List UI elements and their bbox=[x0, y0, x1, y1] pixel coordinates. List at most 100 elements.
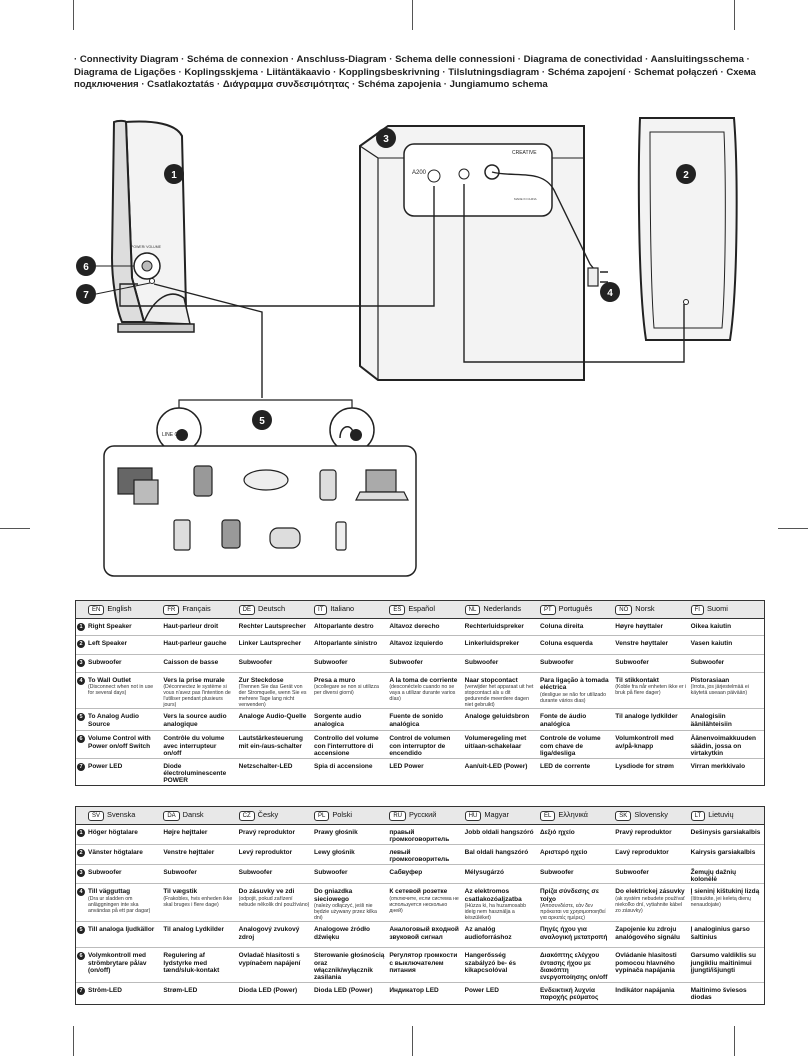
cell-term: Pistorasiaan bbox=[690, 677, 730, 684]
table-cell: Πηγές ήχου για αναλογική μετατροπή bbox=[537, 921, 614, 948]
table-cell: Ovladač hlasitosti s vypínačem napájení bbox=[236, 947, 312, 983]
table-cell: Analoge Audio-Quelle bbox=[236, 708, 312, 731]
left-speaker-cable bbox=[119, 186, 435, 307]
row-number-cell: 5 bbox=[76, 921, 86, 948]
cell-term: Caisson de basse bbox=[163, 659, 219, 666]
cell-term: Levý reproduktor bbox=[238, 848, 293, 856]
cell-term: Til analog Lydkilder bbox=[163, 926, 225, 934]
cell-term: Power LED bbox=[88, 762, 123, 770]
cell-term: Control de volumen con interruptor de en… bbox=[389, 735, 451, 758]
language-code-badge: EL bbox=[539, 810, 556, 821]
table-cell: Linker Lautsprecher bbox=[236, 635, 312, 655]
cell-term: Πηγές ήχου για αναλογική μετατροπή bbox=[539, 926, 608, 941]
cell-term: Hangerősség szabályzó be- és kikapcsolóv… bbox=[464, 952, 516, 975]
table-cell: Subwoofer bbox=[462, 654, 538, 673]
cell-term: Presa a muro bbox=[313, 677, 356, 684]
table-cell: Lautstärkesteuerung mit ein-/aus-schalte… bbox=[236, 730, 312, 759]
cell-note: (Déconnectez le système si vous n'avez p… bbox=[163, 684, 231, 709]
crop-mark bbox=[0, 528, 30, 529]
table-cell: Linkerluidspreker bbox=[462, 635, 538, 655]
language-code-badge: ES bbox=[389, 604, 406, 615]
cell-term: Diode électroluminescente POWER bbox=[163, 762, 227, 785]
table-cell: Do zásuvky ve zdi(odpojit, pokud zařízen… bbox=[236, 883, 312, 922]
table-cell: Pravý reproduktor bbox=[613, 824, 689, 845]
table-cell: To Analog Audio Source bbox=[86, 708, 162, 731]
table-cell: Til analog Lydkilder bbox=[161, 921, 237, 948]
cell-term: Analogowe źródło dźwięku bbox=[313, 926, 370, 941]
table-cell: Ενδεικτική λυχνία παροχής ρεύματος bbox=[537, 981, 614, 1005]
cell-note: (należy odłączyć, jeśli nie będzie używa… bbox=[313, 903, 377, 922]
language-code-badge: CZ bbox=[238, 810, 255, 821]
table-cell: Αριστερό ηχείο bbox=[537, 843, 614, 865]
cell-term: Ovládanie hlasitosti pomocou hlavného vy… bbox=[615, 952, 677, 975]
cell-term: Az elektromos csatlakozóaljzatba bbox=[464, 888, 522, 903]
headphone-jack bbox=[329, 407, 375, 453]
cell-note: (отключите, если система не используется… bbox=[389, 895, 459, 914]
page-heading: · Connectivity Diagram · Schéma de conne… bbox=[74, 54, 756, 90]
language-code-badge: IT bbox=[313, 604, 328, 615]
table-cell: Garsumo valdiklis su jungikliu maitinimu… bbox=[688, 947, 764, 983]
language-name: Slovensky bbox=[634, 809, 668, 819]
cell-note: (Ištraukite, jei keletą dienų nenaudojat… bbox=[690, 895, 751, 908]
cell-term: Volumeregeling met uit/aan-schakelaar bbox=[464, 735, 527, 750]
audio-sources-box bbox=[103, 445, 417, 577]
cell-note: (odpojit, pokud zařízení nebude několik … bbox=[238, 895, 310, 908]
cell-term: Højre højttaler bbox=[163, 829, 208, 836]
cell-term: Регулятор громкости с выключателем питан… bbox=[389, 952, 458, 975]
cell-term: Altavoz izquierdo bbox=[389, 640, 444, 647]
cell-term: Analoge geluidsbron bbox=[464, 713, 530, 721]
cell-term: To Wall Outlet bbox=[88, 677, 131, 684]
row-number-badge: 1 bbox=[77, 829, 85, 837]
cell-term: Analogisiin äänilähteisiin bbox=[690, 713, 732, 728]
table-cell: Altavoz derecho bbox=[387, 618, 463, 636]
table-cell: Δεξιό ηχείο bbox=[537, 824, 614, 845]
cell-term: Volymkontroll med strömbrytare på/av (on… bbox=[88, 952, 147, 975]
table-cell: Subwoofer bbox=[613, 863, 689, 884]
callout-1: 1 bbox=[164, 164, 184, 184]
callout-3: 3 bbox=[376, 128, 396, 148]
table-cell: Subwoofer bbox=[86, 654, 162, 673]
wall-plug bbox=[587, 267, 608, 287]
table-cell: Lewy głośnik bbox=[311, 843, 388, 865]
right-speaker bbox=[637, 117, 738, 341]
cell-term: Subwoofer bbox=[238, 659, 273, 666]
cell-note: (Frakobles, hvis enheden ikke skal bruge… bbox=[163, 895, 233, 908]
row-number-cell: 7 bbox=[76, 981, 86, 1005]
table-cell: Til stikkontakt(Koble fra når enheten ik… bbox=[613, 671, 689, 709]
table-cell: Ľavý reproduktor bbox=[613, 843, 689, 865]
table-cell: Altoparlante sinistro bbox=[311, 635, 388, 655]
row-number-badge: 5 bbox=[77, 713, 85, 722]
crop-mark bbox=[734, 0, 735, 30]
table-cell: Subwoofer bbox=[537, 863, 614, 884]
cell-term: Žemųjų dažnių kolonėlė bbox=[690, 868, 737, 884]
table-cell: Subwoofer bbox=[613, 654, 689, 673]
cell-term: Zapojenie ku zdroju analógového signálu bbox=[615, 926, 680, 941]
table-cell: Levý reproduktor bbox=[236, 843, 312, 865]
row-number-cell: 6 bbox=[76, 947, 86, 983]
language-code-badge: LT bbox=[690, 810, 706, 821]
cell-term: Αριστερό ηχείο bbox=[539, 848, 588, 856]
cell-note: (scollegare se non si utilizza per diver… bbox=[313, 684, 379, 697]
language-code-badge: SV bbox=[88, 810, 105, 821]
cell-term: Vers la prise murale bbox=[163, 677, 225, 684]
language-name: Português bbox=[558, 603, 593, 613]
table-cell: Į sieninį kištukinį lizdą(Ištraukite, je… bbox=[688, 883, 764, 922]
row-number-cell: 1 bbox=[76, 824, 86, 845]
row-number-badge: 2 bbox=[77, 640, 85, 648]
row-number-badge: 6 bbox=[77, 735, 85, 744]
svg-text:2: 2 bbox=[683, 170, 689, 181]
language-name: Nederlands bbox=[483, 603, 522, 613]
table-cell: Pistorasiaan(Irrota, jos järjestelmää ei… bbox=[688, 671, 764, 709]
cell-term: Az analóg audioforráshoz bbox=[464, 926, 512, 941]
